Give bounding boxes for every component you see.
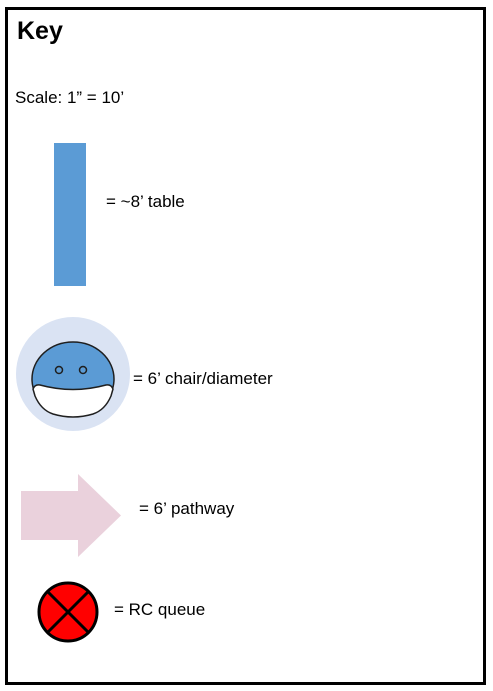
pathway-arrow-shape — [21, 474, 121, 557]
masked-face-chair-icon — [16, 317, 130, 431]
chair-eye-right — [78, 365, 88, 375]
rc-queue-x-stroke-2 — [46, 590, 90, 634]
key-title: Key — [17, 17, 63, 45]
pathway-arrow-icon — [21, 474, 121, 557]
pathway-label: = 6’ pathway — [139, 499, 235, 518]
chair-label: = 6’ chair/diameter — [133, 369, 273, 388]
chair-mask — [32, 384, 114, 418]
scale-label: Scale: 1” = 10’ — [15, 88, 125, 107]
table-label: = ~8’ table — [106, 192, 185, 211]
rc-queue-label: = RC queue — [114, 600, 206, 619]
table-symbol — [54, 143, 86, 286]
chair-eye-left — [54, 365, 64, 375]
rc-queue-icon — [37, 581, 99, 643]
